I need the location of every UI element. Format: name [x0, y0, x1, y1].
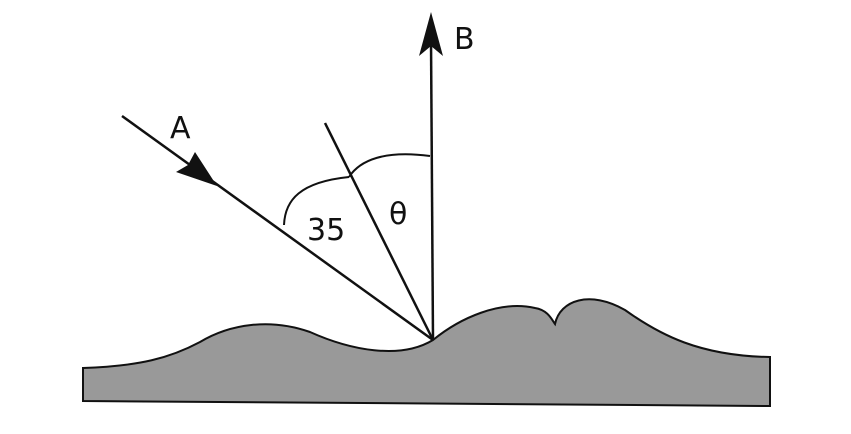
label-ray-a: A	[170, 111, 191, 146]
normal-line	[323, 122, 435, 341]
angle-arc-35	[283, 176, 350, 226]
label-angle-35: 35	[307, 213, 345, 248]
ray-a-arrowhead	[176, 152, 217, 186]
angle-arc-theta	[348, 153, 431, 178]
ground-surface	[82, 298, 771, 408]
label-angle-theta: θ	[389, 197, 407, 232]
label-ray-b: B	[454, 22, 475, 57]
ray-a-line	[121, 114, 434, 342]
ray-b-line	[429, 39, 435, 341]
ray-b-arrowhead	[419, 12, 443, 56]
